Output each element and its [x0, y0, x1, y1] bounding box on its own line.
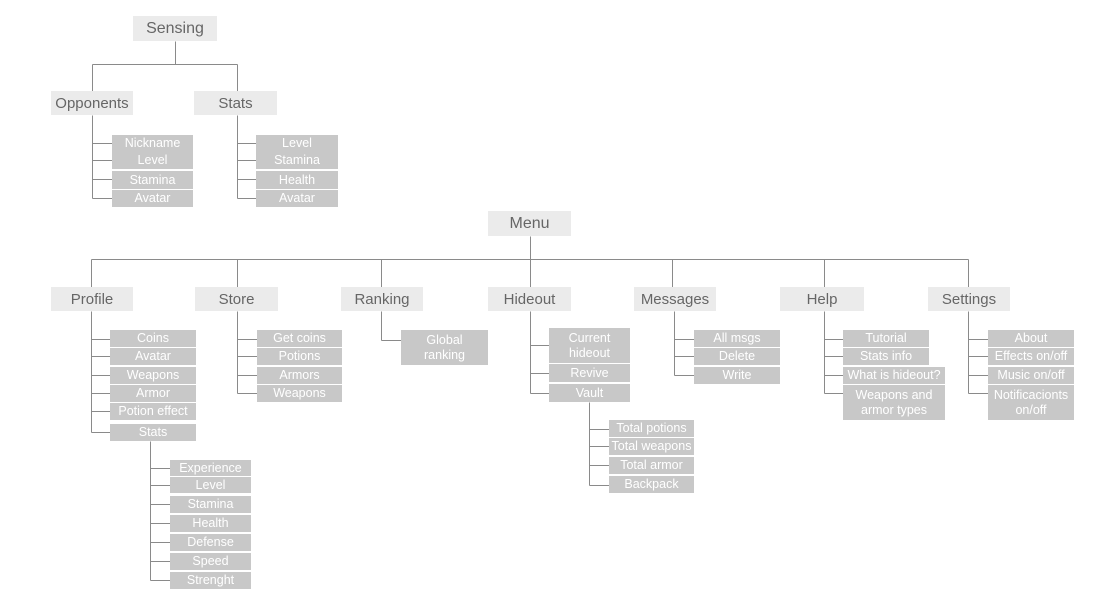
vault-item-total-potions: Total potions [609, 420, 694, 437]
ranking-item-global-ranking: Global ranking [401, 330, 488, 365]
profile-item-coins: Coins [110, 330, 196, 347]
stats-item-avatar: Avatar [256, 190, 338, 207]
vault-item-backpack: Backpack [609, 476, 694, 493]
profile-item-weapons: Weapons [110, 367, 196, 384]
store-item-armors: Armors [257, 367, 342, 384]
stats-item-stamina: Stamina [256, 152, 338, 169]
menu-node: Menu [488, 211, 571, 236]
stats-item-health: Health [256, 171, 338, 189]
opponents-item-nickname: Nickname [112, 135, 193, 152]
settings-item-notifications: Notificacionts on/off [988, 385, 1074, 420]
vault-item-total-weapons: Total weapons [609, 438, 694, 455]
ranking-node: Ranking [341, 287, 423, 311]
vault-item-total-armor: Total armor [609, 457, 694, 474]
opponents-item-stamina: Stamina [112, 171, 193, 189]
store-item-get-coins: Get coins [257, 330, 342, 347]
sensing-node: Sensing [133, 16, 217, 41]
profile-item-armor: Armor [110, 385, 196, 402]
profile-stats-item-defense: Defense [170, 534, 251, 551]
profile-stats-item-health: Health [170, 515, 251, 532]
messages-node: Messages [634, 287, 716, 311]
profile-stats-item-stamina: Stamina [170, 496, 251, 513]
help-item-what-is-hideout: What is hideout? [843, 367, 945, 384]
hideout-item-current-hideout: Current hideout [549, 328, 630, 363]
settings-item-effects: Effects on/off [988, 348, 1074, 365]
settings-item-about: About [988, 330, 1074, 347]
stats-node: Stats [194, 91, 277, 115]
opponents-item-avatar: Avatar [112, 190, 193, 207]
store-item-potions: Potions [257, 348, 342, 365]
profile-item-potion-effect: Potion effect [110, 403, 196, 420]
profile-stats-item-level: Level [170, 477, 251, 493]
help-item-tutorial: Tutorial [843, 330, 929, 347]
messages-item-write: Write [694, 367, 780, 384]
profile-item-stats: Stats [110, 424, 196, 441]
profile-node: Profile [51, 287, 133, 311]
help-item-stats-info: Stats info [843, 348, 929, 365]
messages-item-all-msgs: All msgs [694, 330, 780, 347]
profile-stats-item-experience: Experience [170, 460, 251, 476]
profile-item-avatar: Avatar [110, 348, 196, 365]
opponents-node: Opponents [51, 91, 133, 115]
settings-item-music: Music on/off [988, 367, 1074, 384]
help-item-weapons-armor-types: Weapons and armor types [843, 385, 945, 420]
messages-item-delete: Delete [694, 348, 780, 365]
opponents-item-level: Level [112, 152, 193, 169]
hideout-item-vault: Vault [549, 384, 630, 402]
profile-stats-item-strenght: Strenght [170, 572, 251, 589]
profile-stats-item-speed: Speed [170, 553, 251, 570]
stats-item-level: Level [256, 135, 338, 152]
hideout-node: Hideout [488, 287, 571, 311]
help-node: Help [780, 287, 864, 311]
store-node: Store [195, 287, 278, 311]
hideout-item-revive: Revive [549, 364, 630, 382]
settings-node: Settings [928, 287, 1010, 311]
store-item-weapons: Weapons [257, 385, 342, 402]
